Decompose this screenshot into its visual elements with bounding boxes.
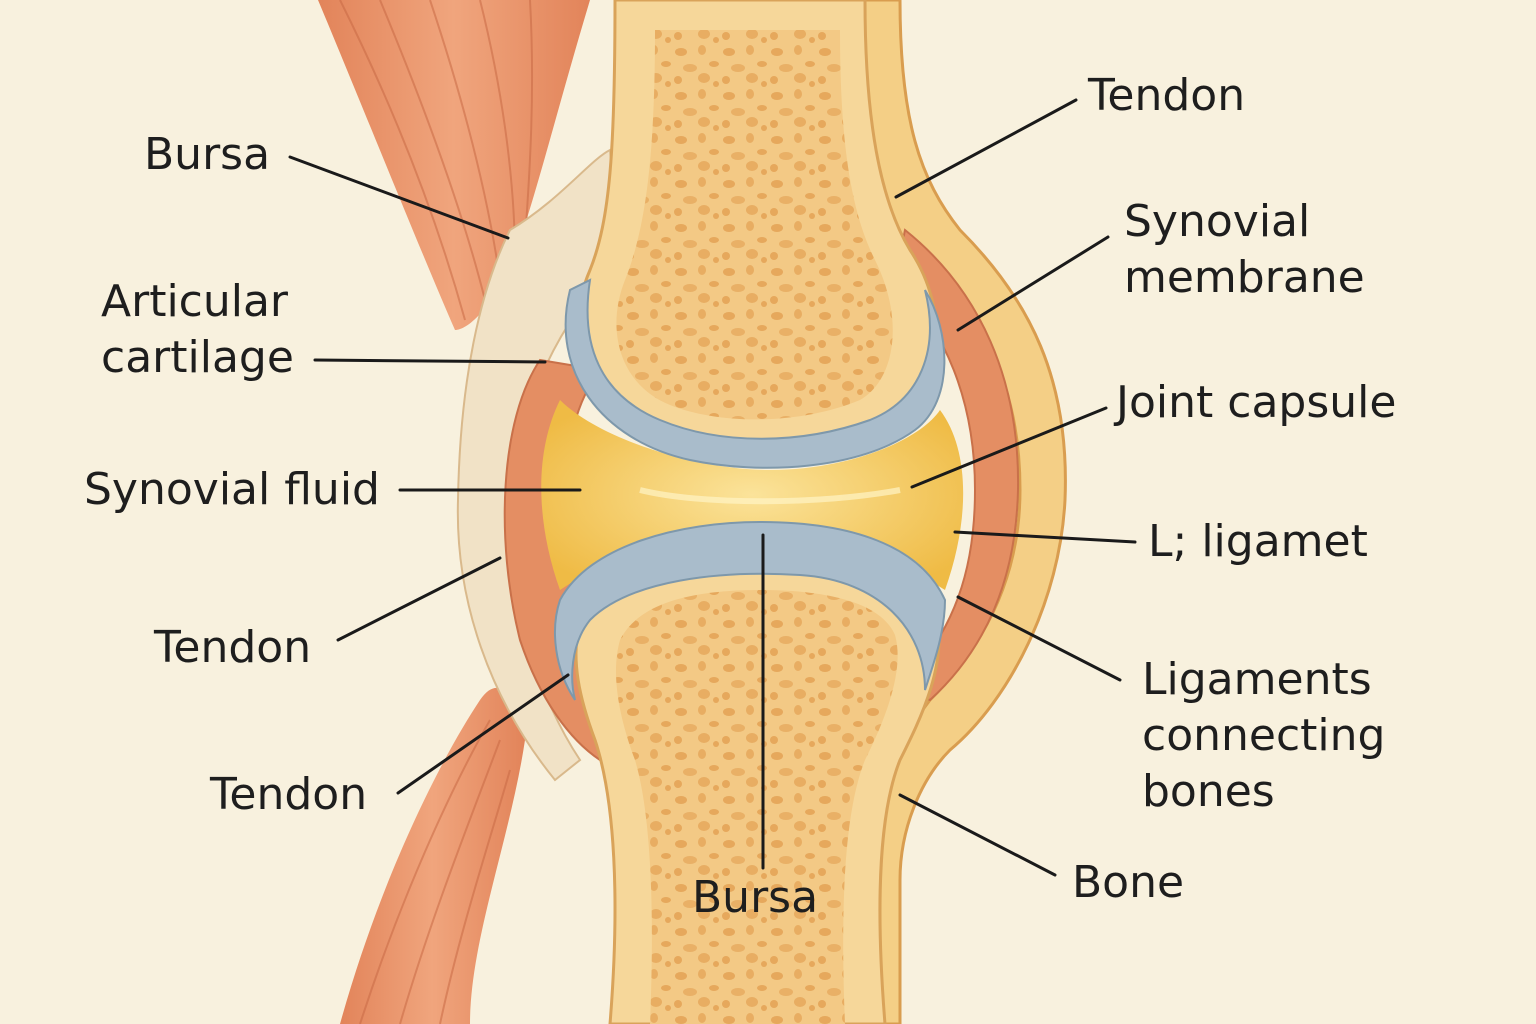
lower-cartilage <box>554 520 947 701</box>
label-bursa-upper-left: Bursa <box>144 129 271 180</box>
label-bursa-bottom: Bursa <box>692 872 819 923</box>
leader-articular-cartilage <box>313 358 547 364</box>
lower-bone-spongy <box>615 590 898 1024</box>
leader-synovial-membrane <box>956 235 1110 332</box>
leader-tendon-top-right <box>894 98 1078 199</box>
leader-tendon-lower-left <box>396 673 570 795</box>
upper-bone-spongy <box>616 30 893 420</box>
upper-cartilage <box>564 278 946 469</box>
leader-bursa-upper-left <box>288 155 510 240</box>
right-capsule <box>893 228 1020 702</box>
leader-joint-capsule <box>910 406 1108 489</box>
leader-ligaments-connecting-bones <box>956 595 1122 682</box>
leader-tendon-mid-left <box>336 556 502 642</box>
label-synovial-fluid: Synovial fluid <box>84 464 380 515</box>
label-bone: Bone <box>1072 857 1185 908</box>
leader-ligament <box>953 530 1137 544</box>
label-synovial-membrane: Synovial membrane <box>1124 196 1365 303</box>
label-articular-cartilage: Articular cartilage <box>101 276 294 383</box>
label-tendon-lower-left: Tendon <box>210 769 368 820</box>
left-upper-muscle <box>318 0 590 330</box>
label-ligament: L; ligamet <box>1148 516 1368 567</box>
leader-bone <box>898 793 1057 877</box>
label-tendon-top-right: Tendon <box>1088 70 1246 121</box>
label-joint-capsule: Joint capsule <box>1116 377 1397 428</box>
left-lower-muscle <box>340 687 525 1024</box>
label-ligaments-connecting-bones: Ligaments connecting bones <box>1142 654 1386 817</box>
label-tendon-mid-left: Tendon <box>154 622 312 673</box>
